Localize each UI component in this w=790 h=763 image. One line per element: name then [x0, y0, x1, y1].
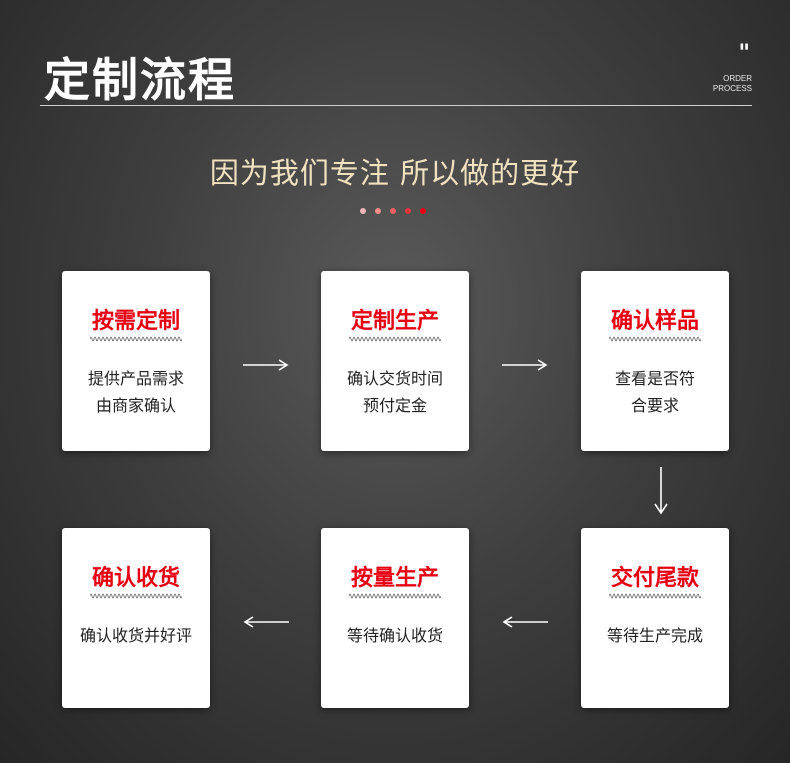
wavy-divider-icon	[90, 336, 182, 342]
step-desc-line: 等待生产完成	[606, 626, 703, 645]
page-title: 定制流程	[44, 53, 236, 107]
step-card-4: 交付尾款 等待生产完成	[581, 528, 729, 708]
quote-mark-icon: "	[738, 40, 750, 66]
arrow-down-icon	[654, 467, 668, 515]
dot-2	[375, 208, 381, 214]
step-title: 确认样品	[610, 309, 699, 334]
wavy-divider-icon	[609, 593, 701, 599]
step-desc-line: 合要求	[630, 396, 679, 415]
step-title: 定制生产	[350, 309, 439, 334]
order-label-line1: ORDER	[723, 74, 752, 83]
subtitle: 因为我们专注 所以做的更好	[209, 156, 581, 190]
arrow-left-icon	[502, 616, 548, 628]
wavy-divider-icon	[609, 336, 701, 342]
step-card-2: 定制生产 确认交货时间 预付定金	[321, 271, 469, 451]
step-desc-line: 确认交货时间	[346, 369, 443, 388]
step-desc-line: 确认收货并好评	[79, 626, 192, 645]
step-description: 查看是否符 合要求	[581, 365, 729, 419]
dot-1	[360, 208, 366, 214]
step-title: 交付尾款	[610, 566, 699, 591]
step-desc-line: 由商家确认	[95, 396, 176, 415]
step-title: 确认收货	[91, 566, 180, 591]
wavy-divider-icon	[90, 593, 182, 599]
step-description: 确认交货时间 预付定金	[321, 365, 469, 419]
arrow-right-icon	[243, 359, 289, 371]
order-process-label: ORDER PROCESS	[672, 74, 752, 94]
dot-4	[405, 208, 411, 214]
step-desc-line: 查看是否符	[614, 369, 695, 388]
step-description: 等待确认收货	[321, 622, 469, 649]
dot-3	[390, 208, 396, 214]
step-card-6: 确认收货 确认收货并好评	[62, 528, 210, 708]
step-desc-line: 预付定金	[362, 396, 427, 415]
step-description: 等待生产完成	[581, 622, 729, 649]
wavy-divider-icon	[349, 593, 441, 599]
decorative-dots	[360, 208, 426, 216]
step-card-5: 按量生产 等待确认收货	[321, 528, 469, 708]
step-title: 按需定制	[91, 309, 180, 334]
arrow-right-icon	[502, 359, 548, 371]
step-title: 按量生产	[350, 566, 439, 591]
step-description: 确认收货并好评	[62, 622, 210, 649]
page-header: 定制流程 " ORDER PROCESS	[40, 38, 752, 107]
step-description: 提供产品需求 由商家确认	[62, 365, 210, 419]
step-desc-line: 等待确认收货	[346, 626, 443, 645]
order-label-line2: PROCESS	[712, 84, 752, 93]
step-desc-line: 提供产品需求	[87, 369, 184, 388]
wavy-divider-icon	[349, 336, 441, 342]
step-card-3: 确认样品 查看是否符 合要求	[581, 271, 729, 451]
arrow-left-icon	[243, 616, 289, 628]
step-card-1: 按需定制 提供产品需求 由商家确认	[62, 271, 210, 451]
dot-5	[420, 208, 426, 214]
